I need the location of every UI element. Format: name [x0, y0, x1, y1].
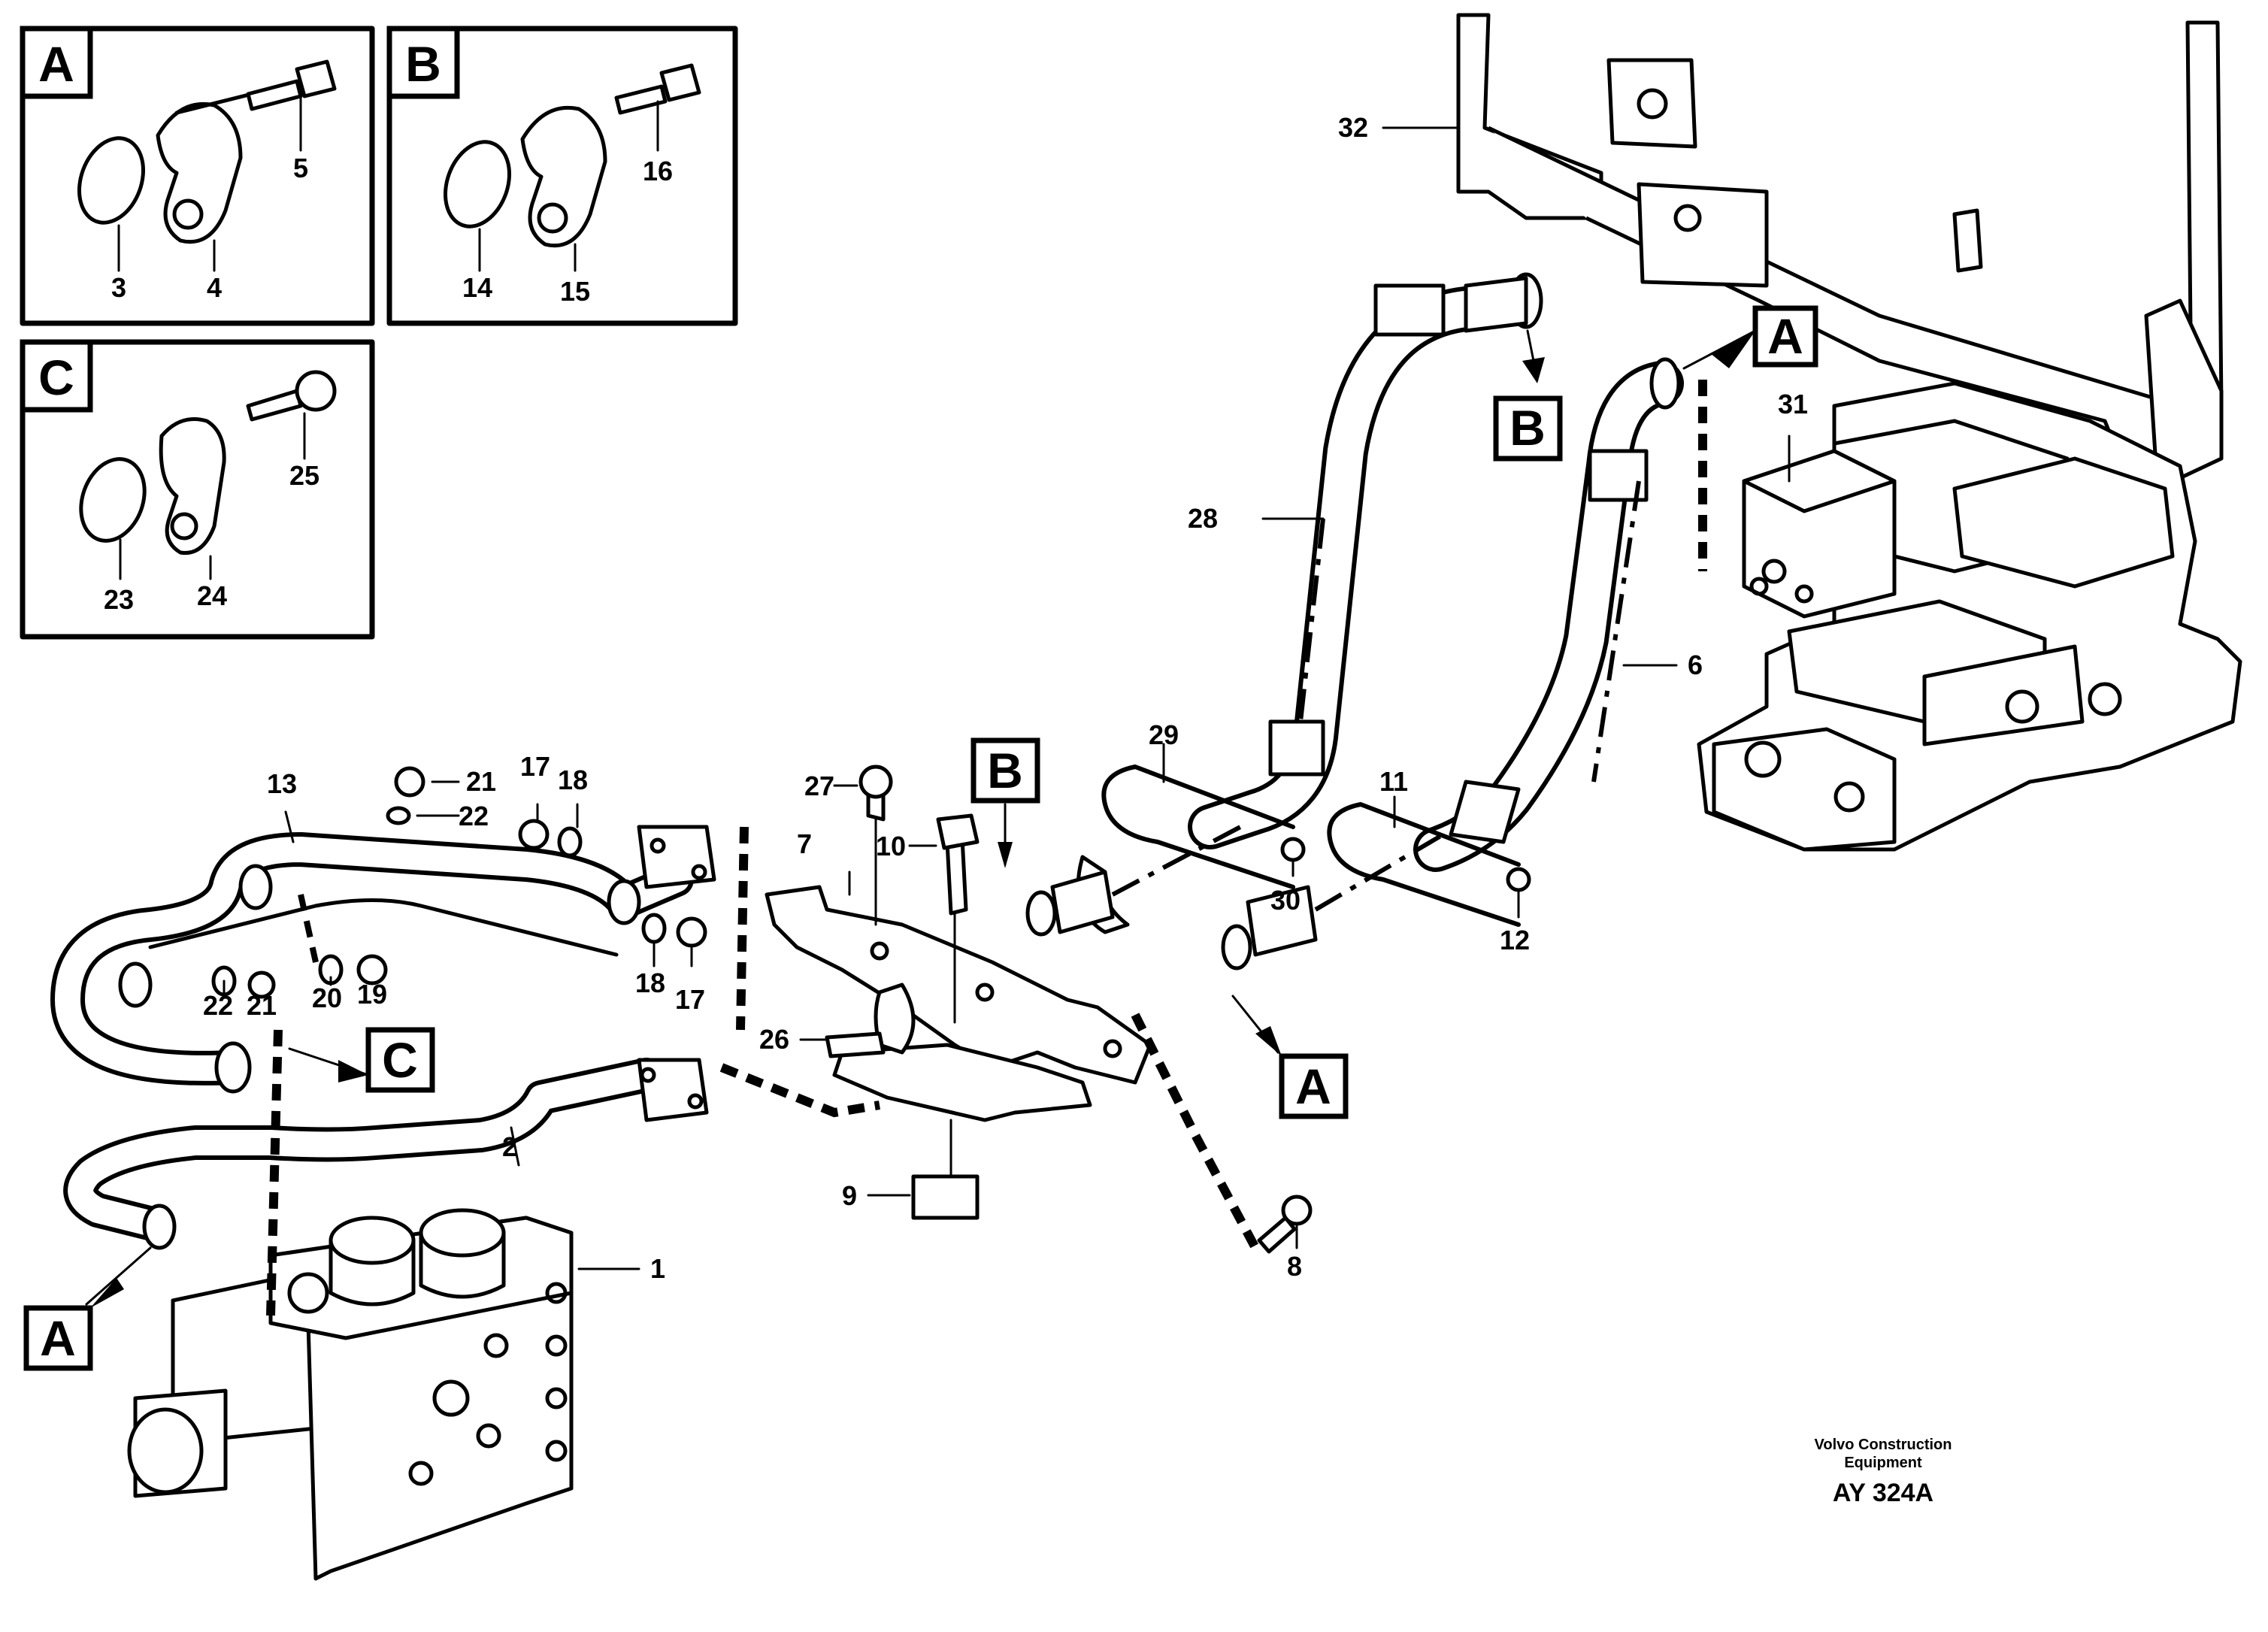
block-9	[911, 1174, 980, 1220]
svg-text:17: 17	[520, 751, 550, 782]
o-ring-23	[79, 457, 147, 543]
detail-box-b-label: B	[405, 36, 441, 92]
svg-text:18: 18	[558, 765, 588, 795]
fittings-small: 21 22 17 18 18 17 20 19 22 21	[203, 751, 707, 1021]
svg-text:13: 13	[267, 768, 297, 799]
company-line-1: Volvo Construction	[1815, 1437, 1952, 1453]
svg-text:31: 31	[1778, 389, 1808, 419]
detail-box-b: B 16 14 15	[386, 26, 738, 326]
svg-text:20: 20	[312, 983, 342, 1013]
svg-text:11: 11	[1379, 766, 1408, 797]
svg-text:27: 27	[804, 771, 834, 801]
svg-text:17: 17	[675, 984, 705, 1015]
svg-text:2: 2	[502, 1131, 517, 1162]
u-bolt-29	[1101, 765, 1295, 889]
bracket-fasteners: 27 10 26 9	[759, 765, 980, 1220]
hose-28: 28	[1188, 272, 1543, 849]
svg-text:19: 19	[357, 979, 387, 1010]
svg-text:B: B	[987, 743, 1023, 798]
svg-text:3: 3	[111, 272, 126, 303]
svg-text:1: 1	[650, 1253, 665, 1284]
bolt-16	[614, 84, 668, 115]
detail-box-c: C 25 23 24	[20, 339, 375, 640]
u-bolt-11	[1327, 802, 1521, 927]
svg-text:32: 32	[1338, 112, 1368, 143]
svg-text:C: C	[382, 1032, 418, 1088]
clamp-half-24	[159, 417, 226, 556]
main-control-valve-1: 1	[127, 1029, 665, 1581]
detail-box-a: A 5 3 4	[20, 26, 375, 326]
svg-text:22: 22	[459, 801, 489, 831]
svg-text:29: 29	[1149, 719, 1179, 750]
svg-text:18: 18	[635, 967, 665, 998]
detail-box-c-label: C	[38, 350, 74, 405]
svg-text:16: 16	[643, 156, 673, 186]
svg-text:A: A	[40, 1310, 76, 1366]
svg-text:23: 23	[104, 584, 134, 615]
drawing-reference: AY 324A	[1833, 1479, 1933, 1507]
svg-text:30: 30	[1270, 885, 1301, 916]
svg-text:4: 4	[207, 272, 222, 303]
svg-text:15: 15	[560, 276, 590, 307]
svg-text:B: B	[1509, 400, 1546, 456]
svg-text:5: 5	[293, 153, 308, 183]
clamp-26	[874, 983, 916, 1055]
svg-text:25: 25	[289, 460, 319, 491]
svg-text:9: 9	[842, 1180, 857, 1211]
svg-text:A: A	[1767, 308, 1803, 364]
footer-reference: Volvo Construction Equipment AY 324A	[1815, 1437, 1952, 1507]
bracket-7: 7	[765, 828, 1152, 1122]
svg-text:12: 12	[1500, 925, 1530, 955]
callout-b-mid: B	[970, 737, 1040, 868]
svg-text:21: 21	[247, 990, 277, 1021]
callout-b-top: B	[1493, 329, 1563, 462]
valve-block-31: 31	[1697, 381, 2242, 852]
o-ring-3	[77, 136, 146, 225]
callout-a-left: A	[23, 1246, 152, 1371]
pipe-13: 13	[50, 768, 716, 1094]
svg-text:28: 28	[1188, 503, 1218, 534]
svg-text:14: 14	[462, 272, 492, 303]
company-line-2: Equipment	[1844, 1455, 1922, 1471]
bolt-25	[246, 389, 303, 422]
callout-a-top: A	[1682, 305, 1818, 571]
svg-text:10: 10	[876, 831, 906, 861]
bolt-5	[246, 79, 303, 111]
u-bolts: 29 11 30 12	[1101, 719, 1531, 955]
detail-box-a-label: A	[38, 36, 74, 92]
hose-6: 6	[1413, 357, 1703, 872]
callout-c-left: C	[288, 1027, 435, 1093]
svg-text:24: 24	[197, 580, 227, 611]
svg-text:22: 22	[203, 990, 233, 1021]
frame-32: 32	[1338, 13, 2224, 491]
svg-text:7: 7	[797, 828, 812, 859]
svg-text:6: 6	[1688, 649, 1703, 680]
svg-text:26: 26	[759, 1024, 789, 1055]
bolt-8: 8	[1131, 1013, 1313, 1282]
svg-text:21: 21	[466, 766, 496, 797]
svg-text:8: 8	[1287, 1251, 1302, 1282]
svg-text:A: A	[1295, 1058, 1331, 1114]
o-ring-14	[443, 140, 512, 229]
lower-fittings	[1025, 825, 1445, 970]
callout-a-mid: A	[1231, 995, 1349, 1119]
